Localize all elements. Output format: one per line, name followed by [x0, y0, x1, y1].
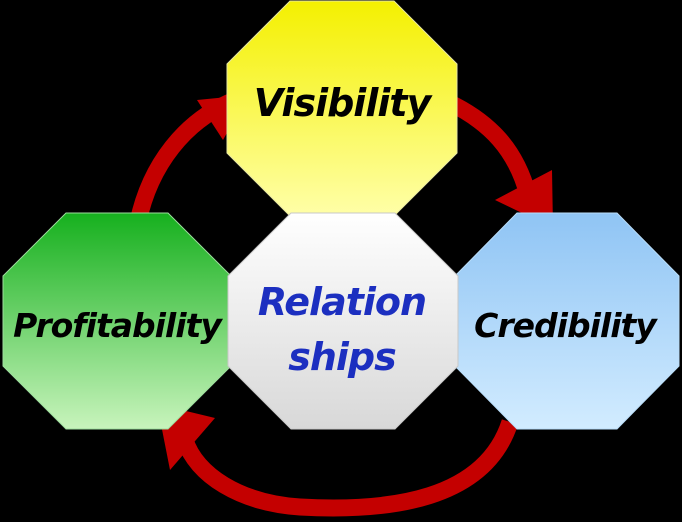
arrow-credibility-to-profitability — [176, 419, 519, 517]
node-relationships-octagon — [227, 212, 459, 430]
node-relationships-label-line1: Relation — [258, 280, 426, 324]
node-profitability-label: Profitability — [13, 306, 223, 345]
node-visibility-label: Visibility — [254, 81, 434, 125]
node-credibility-label: Credibility — [474, 306, 658, 345]
node-relationships-label-line2: ships — [288, 335, 396, 379]
arrow-visibility-to-credibility — [444, 94, 537, 198]
node-profitability-octagon — [2, 212, 232, 430]
